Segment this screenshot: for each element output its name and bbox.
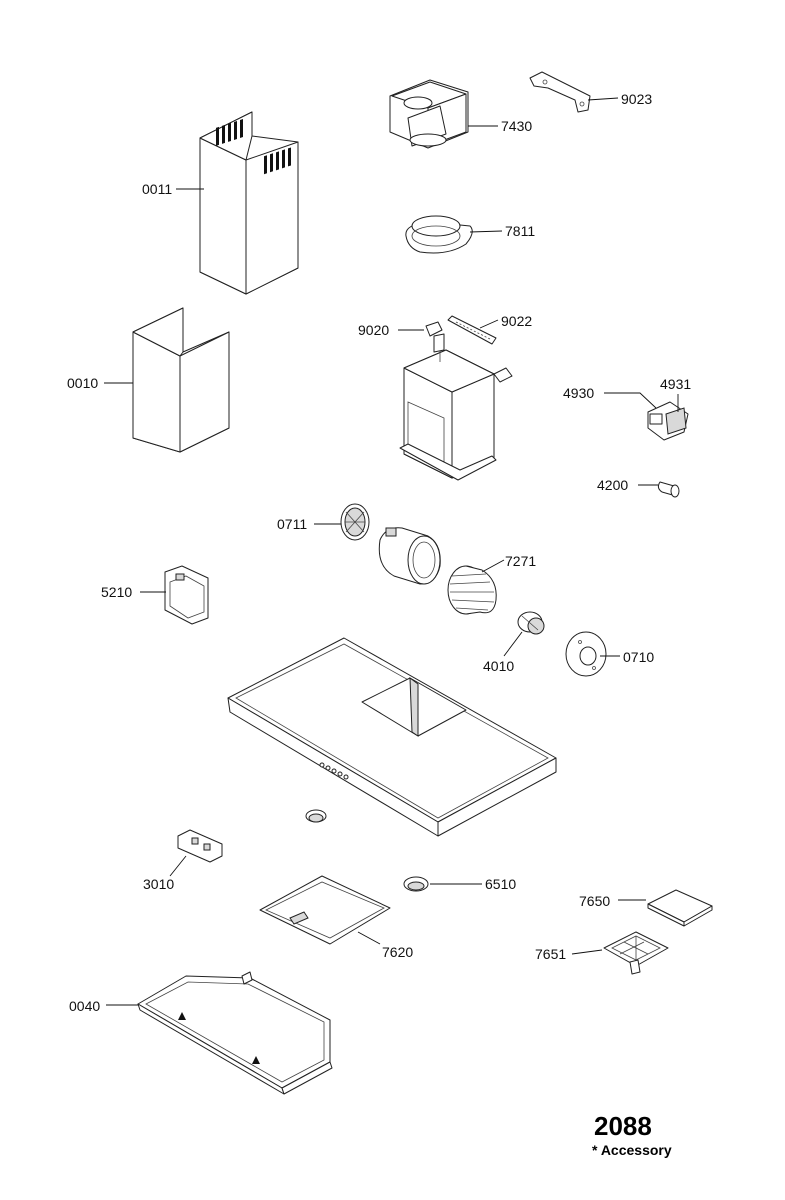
part-7620-filter <box>259 875 391 945</box>
label-4930: 4930 <box>563 385 594 401</box>
part-7650-charcoal-filter <box>647 889 713 927</box>
label-4010: 4010 <box>483 658 514 674</box>
label-9020: 9020 <box>358 322 389 338</box>
label-0711: 0711 <box>277 516 307 532</box>
part-6510-lamp <box>403 876 429 892</box>
part-4010-motor <box>517 611 545 635</box>
label-6510: 6510 <box>485 876 516 892</box>
part-0710-ring <box>565 631 607 677</box>
part-4200-capacitor <box>657 481 680 498</box>
label-7651: 7651 <box>535 946 566 962</box>
model-number: 2088 <box>594 1111 652 1141</box>
label-7430: 7430 <box>501 118 532 134</box>
label-4931: 4931 <box>660 376 691 392</box>
label-0010: 0010 <box>67 375 98 391</box>
part-lamp <box>305 809 327 823</box>
part-internal-frame <box>399 333 513 481</box>
label-4200: 4200 <box>597 477 628 493</box>
part-0010-lower-chimney <box>132 307 230 453</box>
part-7811-flange <box>405 215 473 254</box>
part-hood-body <box>227 637 557 837</box>
label-7650: 7650 <box>579 893 610 909</box>
part-3010-switch-module <box>177 829 223 863</box>
label-0040: 0040 <box>69 998 100 1014</box>
label-9023: 9023 <box>621 91 652 107</box>
part-9023-bracket <box>529 71 591 113</box>
part-9022-rail <box>447 315 497 345</box>
part-fan-housing <box>378 527 441 585</box>
label-7620: 7620 <box>382 944 413 960</box>
label-7271: 7271 <box>505 553 536 569</box>
label-3010: 3010 <box>143 876 174 892</box>
control-buttons <box>319 762 349 780</box>
part-9020-bracket <box>425 321 443 337</box>
part-7430-outlet-box <box>389 79 469 149</box>
accessory-note: * Accessory <box>592 1142 672 1158</box>
part-0711-grille <box>340 503 370 541</box>
part-7271-impeller <box>447 565 497 615</box>
label-5210: 5210 <box>101 584 132 600</box>
part-5210-control-board <box>164 565 209 625</box>
label-7811: 7811 <box>505 223 535 239</box>
part-0011-upper-chimney <box>199 111 299 295</box>
label-0710: 0710 <box>623 649 654 665</box>
label-0011: 0011 <box>142 181 172 197</box>
label-9022: 9022 <box>501 313 532 329</box>
part-4930-4931-switch <box>647 401 689 441</box>
part-7651-filter-frame <box>603 931 669 975</box>
part-0040-glass-panel <box>137 971 333 1095</box>
